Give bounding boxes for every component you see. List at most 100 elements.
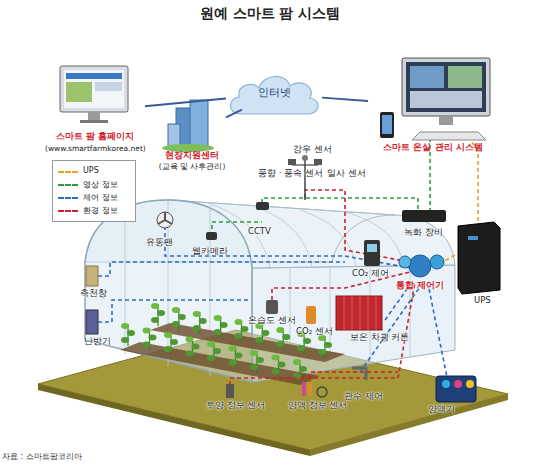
legend-text: UPS — [83, 166, 99, 175]
plant-leaf — [172, 321, 180, 327]
plant-leaf — [276, 327, 284, 333]
ground-edge — [38, 384, 310, 456]
part-label: 온습도 센서 — [248, 316, 296, 325]
part-label: 유동팬 — [146, 238, 173, 247]
legend-text: 영상 정보 — [83, 179, 118, 190]
diagram-title: 원예 스마트 팜 시스템 — [0, 5, 540, 23]
plant-leaf — [199, 318, 207, 324]
plant-leaf — [127, 330, 135, 336]
rain-sensor — [302, 155, 308, 161]
legend-box: UPS 영상 정보제어 정보환경 정보 — [52, 160, 136, 222]
sensor-pole — [304, 160, 306, 200]
part-label: 보온 차광 커튼 — [350, 333, 409, 342]
monitor-screen — [406, 62, 486, 112]
plant-leaf — [303, 338, 311, 344]
plant-leaf — [250, 350, 258, 356]
part-label: 녹화 장비 — [404, 228, 443, 237]
soil-sensor — [226, 384, 234, 398]
monitor — [60, 66, 128, 112]
part-label: 일사 센서 — [327, 169, 366, 178]
legend-row: 영상 정보 — [58, 178, 130, 191]
nutrient-machine — [436, 376, 476, 402]
plant-leaf — [235, 319, 243, 325]
web-page — [95, 82, 122, 91]
legend-line-sample — [58, 184, 78, 186]
plant-leaf — [170, 339, 178, 345]
part-label: CO₂ 센서 — [296, 327, 333, 336]
plant-leaf — [164, 332, 172, 338]
plant-leaf — [276, 341, 284, 347]
plants — [121, 303, 332, 382]
plant-leaf — [207, 355, 215, 361]
part-label: 양액 정보 센서 — [288, 401, 347, 410]
plant-leaf — [186, 337, 194, 343]
plant-leaf — [213, 348, 221, 354]
legend-row: UPS — [58, 165, 130, 178]
recorder — [402, 210, 446, 222]
part-label: 강우 센서 — [293, 145, 332, 154]
screen-view — [410, 66, 444, 88]
plant-leaf — [229, 360, 237, 366]
network-link — [322, 98, 368, 101]
smartphone — [380, 112, 394, 138]
nutrient-sensor — [308, 382, 312, 396]
plant-leaf — [164, 346, 172, 352]
plant-leaf — [318, 349, 326, 355]
integrated-controller — [409, 255, 431, 277]
ups-light — [468, 236, 478, 240]
nutrient-tank — [442, 380, 450, 388]
plant-leaf — [297, 345, 305, 351]
cloud-node: 인터넷 — [226, 70, 322, 118]
plant-leaf — [143, 342, 151, 348]
part-label: 측천창 — [80, 289, 107, 298]
part-label: 웹카메라 — [192, 247, 228, 256]
plant-leaf — [299, 366, 307, 372]
part-label: 양액기 — [428, 405, 455, 414]
node-subtext: (교육 및 사후관리) — [142, 163, 242, 171]
nutrient-sensor — [302, 382, 306, 396]
legend-row: 환경 정보 — [58, 204, 130, 217]
component-node: 스마트 팜 홈페이지(www.smartfarmkorea.net) — [45, 62, 145, 160]
monitor-stand — [80, 120, 108, 123]
fan-blades — [158, 212, 172, 224]
irrigation-valve — [352, 368, 366, 380]
screen-view — [448, 66, 482, 88]
node-heading: 현장지원센터 — [142, 151, 242, 161]
plant-leaf — [192, 344, 200, 350]
plant-leaf — [272, 369, 280, 375]
plant-leaf — [272, 355, 280, 361]
plant-leaf — [149, 335, 157, 341]
part-label: 풍향 · 풍속 센서 — [258, 169, 323, 178]
plant-leaf — [151, 317, 159, 323]
plant-leaf — [178, 314, 186, 320]
part-label: CO₂ 제어 — [352, 269, 389, 278]
plant-leaf — [151, 303, 159, 309]
plant-leaf — [241, 326, 249, 332]
solar-sensor — [314, 159, 322, 165]
plant-leaf — [229, 346, 237, 352]
part-label: 토양 정보 센서 — [206, 401, 265, 410]
co2-sensor — [306, 306, 316, 324]
screen-view — [410, 91, 482, 108]
integrated-controller — [399, 256, 411, 268]
part-label: CCTV — [248, 227, 271, 236]
keyboard — [412, 132, 486, 140]
legend-line-sample — [58, 210, 78, 212]
legend-row: 제어 정보 — [58, 191, 130, 204]
plant-leaf — [235, 353, 243, 359]
web-page — [66, 73, 122, 79]
plant-leaf — [324, 342, 332, 348]
plant-leaf — [143, 328, 151, 334]
plant-leaf — [235, 333, 243, 339]
co2-controller — [364, 240, 380, 266]
plant-leaf — [261, 330, 269, 336]
greenhouse-ribs — [125, 200, 410, 377]
monitor-stand — [88, 112, 100, 120]
monitor-screen — [64, 70, 124, 108]
node-subtext: (www.smartfarmkorea.net) — [45, 145, 145, 153]
plant-leaf — [207, 341, 215, 347]
wind-sensor — [288, 159, 296, 165]
legend-text: 제어 정보 — [83, 192, 118, 203]
plant-leaf — [121, 323, 129, 329]
